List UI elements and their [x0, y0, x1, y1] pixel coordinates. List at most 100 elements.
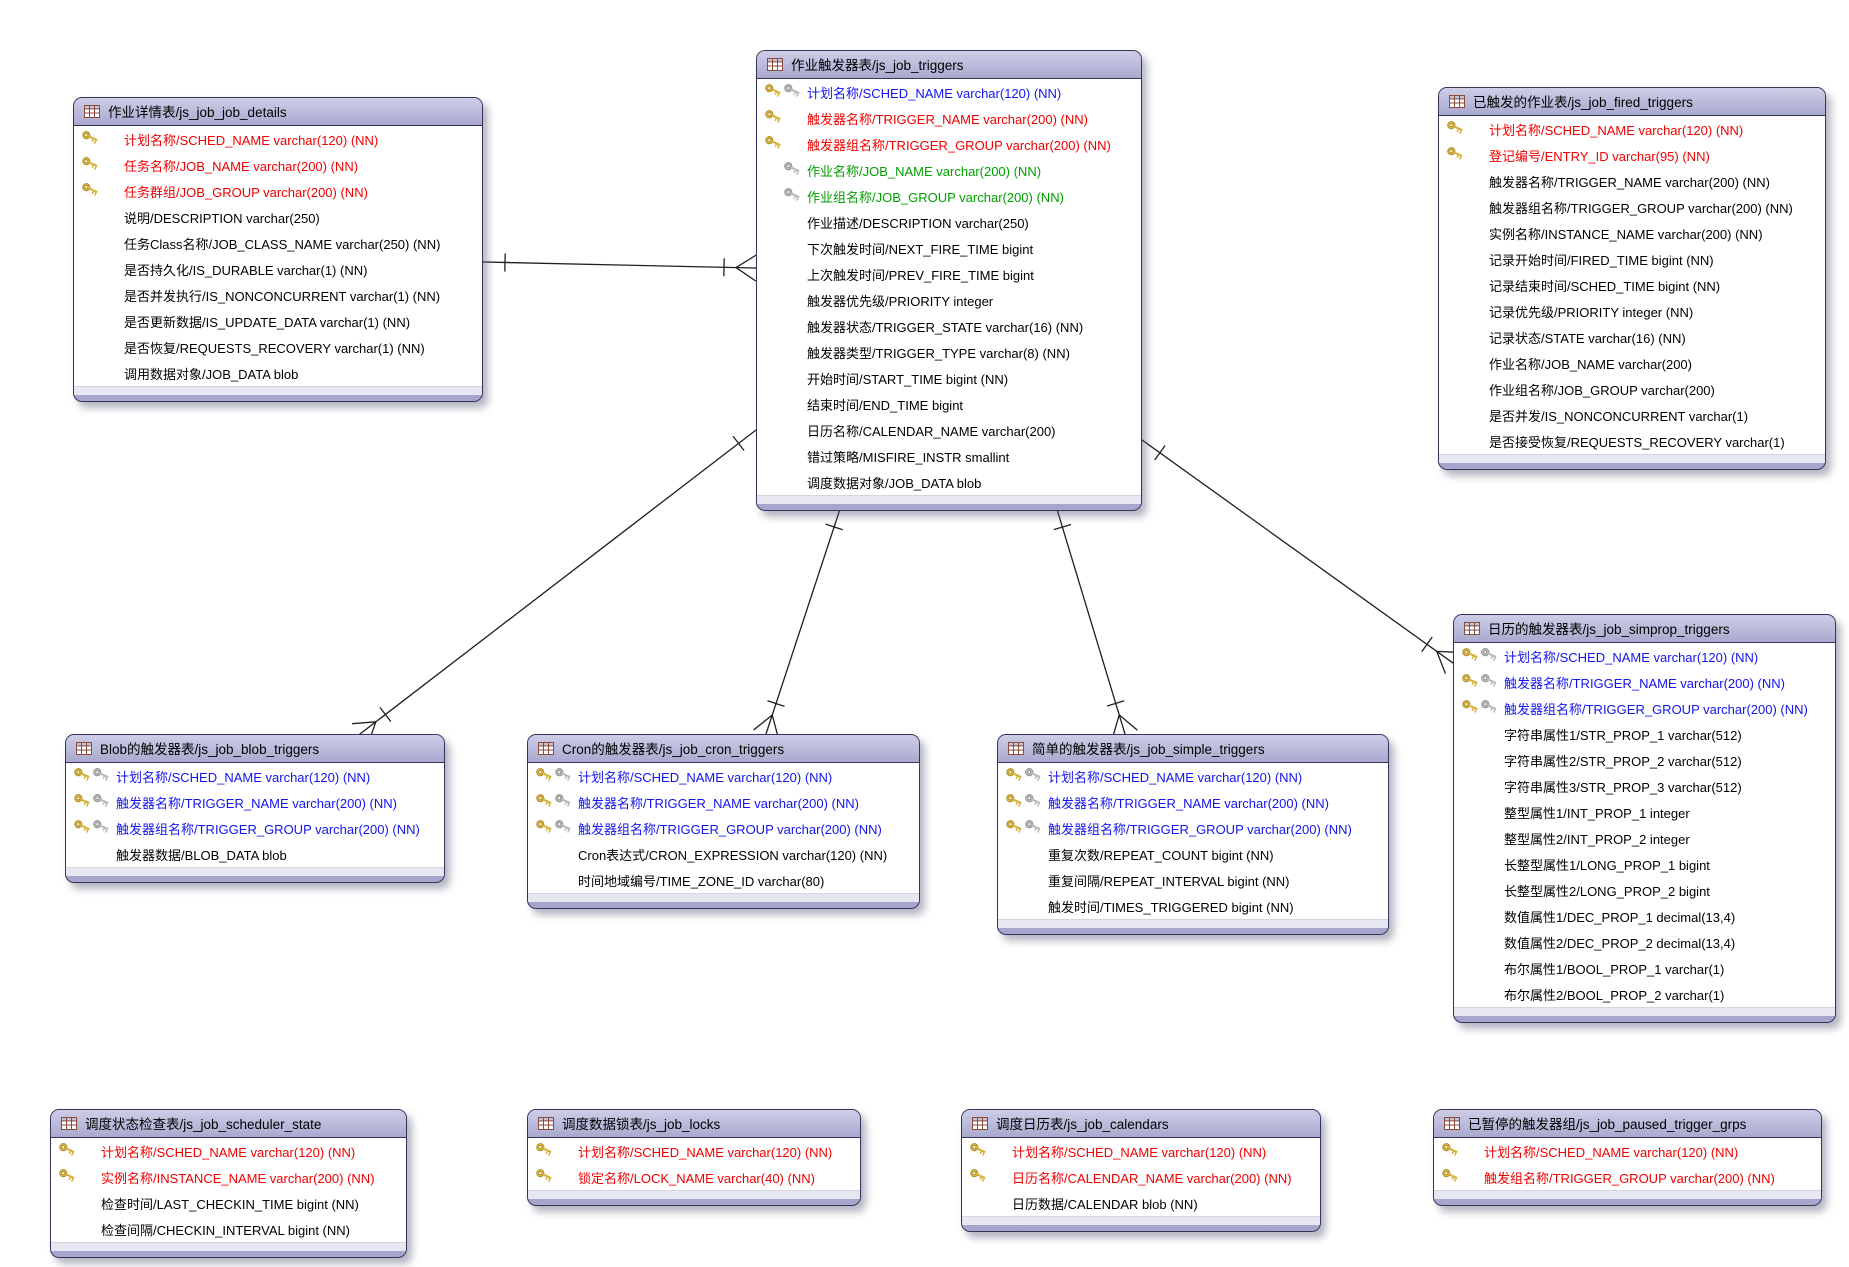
table-header-js_job_job_details[interactable]: 作业详情表/js_job_job_details	[74, 98, 482, 126]
field-row[interactable]: 触发器组名称/TRIGGER_GROUP varchar(200) (NN)	[528, 815, 919, 841]
field-row[interactable]: 触发器名称/TRIGGER_NAME varchar(200) (NN)	[757, 105, 1141, 131]
field-row[interactable]: 重复次数/REPEAT_COUNT bigint (NN)	[998, 841, 1388, 867]
field-row[interactable]: 日历数据/CALENDAR blob (NN)	[962, 1190, 1320, 1216]
field-row[interactable]: 日历名称/CALENDAR_NAME varchar(200) (NN)	[962, 1164, 1320, 1190]
field-row[interactable]: 计划名称/SCHED_NAME varchar(120) (NN)	[1439, 116, 1825, 142]
table-header-js_job_scheduler_state[interactable]: 调度状态检查表/js_job_scheduler_state	[51, 1110, 406, 1138]
field-row[interactable]: 是否并发/IS_NONCONCURRENT varchar(1)	[1439, 402, 1825, 428]
field-row[interactable]: 计划名称/SCHED_NAME varchar(120) (NN)	[66, 763, 444, 789]
table-header-js_job_triggers[interactable]: 作业触发器表/js_job_triggers	[757, 51, 1141, 79]
field-row[interactable]: 是否接受恢复/REQUESTS_RECOVERY varchar(1)	[1439, 428, 1825, 454]
field-row[interactable]: 字符串属性2/STR_PROP_2 varchar(512)	[1454, 747, 1835, 773]
field-row[interactable]: 任务Class名称/JOB_CLASS_NAME varchar(250) (N…	[74, 230, 482, 256]
field-row[interactable]: 计划名称/SCHED_NAME varchar(120) (NN)	[1454, 643, 1835, 669]
field-row[interactable]: 是否更新数据/IS_UPDATE_DATA varchar(1) (NN)	[74, 308, 482, 334]
field-row[interactable]: 计划名称/SCHED_NAME varchar(120) (NN)	[998, 763, 1388, 789]
field-row[interactable]: 长整型属性1/LONG_PROP_1 bigint	[1454, 851, 1835, 877]
field-row[interactable]: 触发器名称/TRIGGER_NAME varchar(200) (NN)	[528, 789, 919, 815]
field-row[interactable]: 调用数据对象/JOB_DATA blob	[74, 360, 482, 386]
field-row[interactable]: 触发器名称/TRIGGER_NAME varchar(200) (NN)	[1439, 168, 1825, 194]
field-row[interactable]: 触发器类型/TRIGGER_TYPE varchar(8) (NN)	[757, 339, 1141, 365]
field-row[interactable]: 说明/DESCRIPTION varchar(250)	[74, 204, 482, 230]
field-row[interactable]: 结束时间/END_TIME bigint	[757, 391, 1141, 417]
field-row[interactable]: 计划名称/SCHED_NAME varchar(120) (NN)	[1434, 1138, 1821, 1164]
field-row[interactable]: 作业名称/JOB_NAME varchar(200) (NN)	[757, 157, 1141, 183]
field-row[interactable]: 记录状态/STATE varchar(16) (NN)	[1439, 324, 1825, 350]
field-row[interactable]: 记录结束时间/SCHED_TIME bigint (NN)	[1439, 272, 1825, 298]
field-row[interactable]: 登记编号/ENTRY_ID varchar(95) (NN)	[1439, 142, 1825, 168]
field-row[interactable]: 触发器组名称/TRIGGER_GROUP varchar(200) (NN)	[757, 131, 1141, 157]
field-row[interactable]: 字符串属性1/STR_PROP_1 varchar(512)	[1454, 721, 1835, 747]
field-row[interactable]: 锁定名称/LOCK_NAME varchar(40) (NN)	[528, 1164, 860, 1190]
field-row[interactable]: 触发器组名称/TRIGGER_GROUP varchar(200) (NN)	[66, 815, 444, 841]
field-row[interactable]: 数值属性2/DEC_PROP_2 decimal(13,4)	[1454, 929, 1835, 955]
field-row[interactable]: 记录优先级/PRIORITY integer (NN)	[1439, 298, 1825, 324]
field-row[interactable]: 任务名称/JOB_NAME varchar(200) (NN)	[74, 152, 482, 178]
field-row[interactable]: 作业名称/JOB_NAME varchar(200)	[1439, 350, 1825, 376]
field-row[interactable]: 日历名称/CALENDAR_NAME varchar(200)	[757, 417, 1141, 443]
field-row[interactable]: 计划名称/SCHED_NAME varchar(120) (NN)	[51, 1138, 406, 1164]
field-row[interactable]: 重复间隔/REPEAT_INTERVAL bigint (NN)	[998, 867, 1388, 893]
field-row[interactable]: 检查时间/LAST_CHECKIN_TIME bigint (NN)	[51, 1190, 406, 1216]
field-row[interactable]: 计划名称/SCHED_NAME varchar(120) (NN)	[74, 126, 482, 152]
field-row[interactable]: 是否持久化/IS_DURABLE varchar(1) (NN)	[74, 256, 482, 282]
field-row[interactable]: 作业描述/DESCRIPTION varchar(250)	[757, 209, 1141, 235]
table-header-js_job_locks[interactable]: 调度数据锁表/js_job_locks	[528, 1110, 860, 1138]
table-header-js_job_cron_triggers[interactable]: Cron的触发器表/js_job_cron_triggers	[528, 735, 919, 763]
field-row[interactable]: 触发器名称/TRIGGER_NAME varchar(200) (NN)	[66, 789, 444, 815]
table-header-js_job_fired_triggers[interactable]: 已触发的作业表/js_job_fired_triggers	[1439, 88, 1825, 116]
table-header-js_job_paused_trigger_grps[interactable]: 已暂停的触发器组/js_job_paused_trigger_grps	[1434, 1110, 1821, 1138]
field-row[interactable]: 触发器组名称/TRIGGER_GROUP varchar(200) (NN)	[1454, 695, 1835, 721]
field-row[interactable]: 作业组名称/JOB_GROUP varchar(200)	[1439, 376, 1825, 402]
field-row[interactable]: 实例名称/INSTANCE_NAME varchar(200) (NN)	[1439, 220, 1825, 246]
field-row[interactable]: 下次触发时间/NEXT_FIRE_TIME bigint	[757, 235, 1141, 261]
field-row[interactable]: 触发时间/TIMES_TRIGGERED bigint (NN)	[998, 893, 1388, 919]
table-header-js_job_calendars[interactable]: 调度日历表/js_job_calendars	[962, 1110, 1320, 1138]
field-row[interactable]: 是否并发执行/IS_NONCONCURRENT varchar(1) (NN)	[74, 282, 482, 308]
field-row[interactable]: 触发器名称/TRIGGER_NAME varchar(200) (NN)	[1454, 669, 1835, 695]
field-row[interactable]: 检查间隔/CHECKIN_INTERVAL bigint (NN)	[51, 1216, 406, 1242]
field-row[interactable]: 实例名称/INSTANCE_NAME varchar(200) (NN)	[51, 1164, 406, 1190]
field-row[interactable]: 调度数据对象/JOB_DATA blob	[757, 469, 1141, 495]
table-header-js_job_blob_triggers[interactable]: Blob的触发器表/js_job_blob_triggers	[66, 735, 444, 763]
table-header-js_job_simple_triggers[interactable]: 简单的触发器表/js_job_simple_triggers	[998, 735, 1388, 763]
field-row[interactable]: 数值属性1/DEC_PROP_1 decimal(13,4)	[1454, 903, 1835, 929]
field-row[interactable]: 开始时间/START_TIME bigint (NN)	[757, 365, 1141, 391]
field-row[interactable]: 触发器组名称/TRIGGER_GROUP varchar(200) (NN)	[1439, 194, 1825, 220]
field-row[interactable]: 触发器组名称/TRIGGER_GROUP varchar(200) (NN)	[998, 815, 1388, 841]
field-row[interactable]: 计划名称/SCHED_NAME varchar(120) (NN)	[962, 1138, 1320, 1164]
field-row[interactable]: 时间地域编号/TIME_ZONE_ID varchar(80)	[528, 867, 919, 893]
field-row[interactable]: 长整型属性2/LONG_PROP_2 bigint	[1454, 877, 1835, 903]
field-row[interactable]: 触发器状态/TRIGGER_STATE varchar(16) (NN)	[757, 313, 1141, 339]
field-row[interactable]: 触发器优先级/PRIORITY integer	[757, 287, 1141, 313]
field-row[interactable]: 触发器名称/TRIGGER_NAME varchar(200) (NN)	[998, 789, 1388, 815]
field-row[interactable]: 整型属性2/INT_PROP_2 integer	[1454, 825, 1835, 851]
field-row[interactable]: 错过策略/MISFIRE_INSTR smallint	[757, 443, 1141, 469]
field-row[interactable]: 布尔属性1/BOOL_PROP_1 varchar(1)	[1454, 955, 1835, 981]
field-row[interactable]: 作业组名称/JOB_GROUP varchar(200) (NN)	[757, 183, 1141, 209]
field-row[interactable]: 任务群组/JOB_GROUP varchar(200) (NN)	[74, 178, 482, 204]
field-row[interactable]: 字符串属性3/STR_PROP_3 varchar(512)	[1454, 773, 1835, 799]
field-row[interactable]: 计划名称/SCHED_NAME varchar(120) (NN)	[757, 79, 1141, 105]
field-row[interactable]: 触发组名称/TRIGGER_GROUP varchar(200) (NN)	[1434, 1164, 1821, 1190]
field-row[interactable]: 整型属性1/INT_PROP_1 integer	[1454, 799, 1835, 825]
field-row[interactable]: 是否恢复/REQUESTS_RECOVERY varchar(1) (NN)	[74, 334, 482, 360]
field-row[interactable]: 记录开始时间/FIRED_TIME bigint (NN)	[1439, 246, 1825, 272]
field-row[interactable]: Cron表达式/CRON_EXPRESSION varchar(120) (NN…	[528, 841, 919, 867]
table-header-js_job_simprop_triggers[interactable]: 日历的触发器表/js_job_simprop_triggers	[1454, 615, 1835, 643]
field-row[interactable]: 计划名称/SCHED_NAME varchar(120) (NN)	[528, 1138, 860, 1164]
field-row[interactable]: 布尔属性2/BOOL_PROP_2 varchar(1)	[1454, 981, 1835, 1007]
field-row[interactable]: 触发器数据/BLOB_DATA blob	[66, 841, 444, 867]
field-row[interactable]: 计划名称/SCHED_NAME varchar(120) (NN)	[528, 763, 919, 789]
